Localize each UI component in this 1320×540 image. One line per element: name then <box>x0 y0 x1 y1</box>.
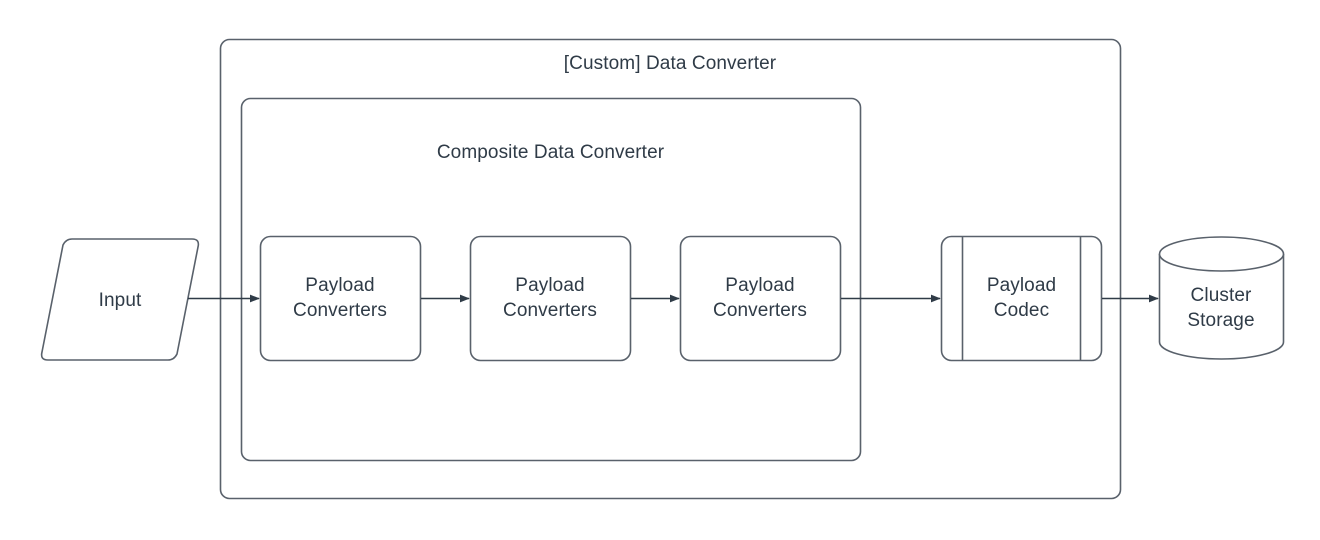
node-payload-converters-1-shape[interactable] <box>259 235 422 362</box>
node-payload-converters-3-shape[interactable] <box>679 235 842 362</box>
node-input-shape[interactable] <box>40 238 200 361</box>
node-payload-codec-shape[interactable] <box>940 235 1103 362</box>
node-cluster-storage-shape[interactable] <box>1158 236 1285 360</box>
node-payload-converters-2-shape[interactable] <box>469 235 632 362</box>
